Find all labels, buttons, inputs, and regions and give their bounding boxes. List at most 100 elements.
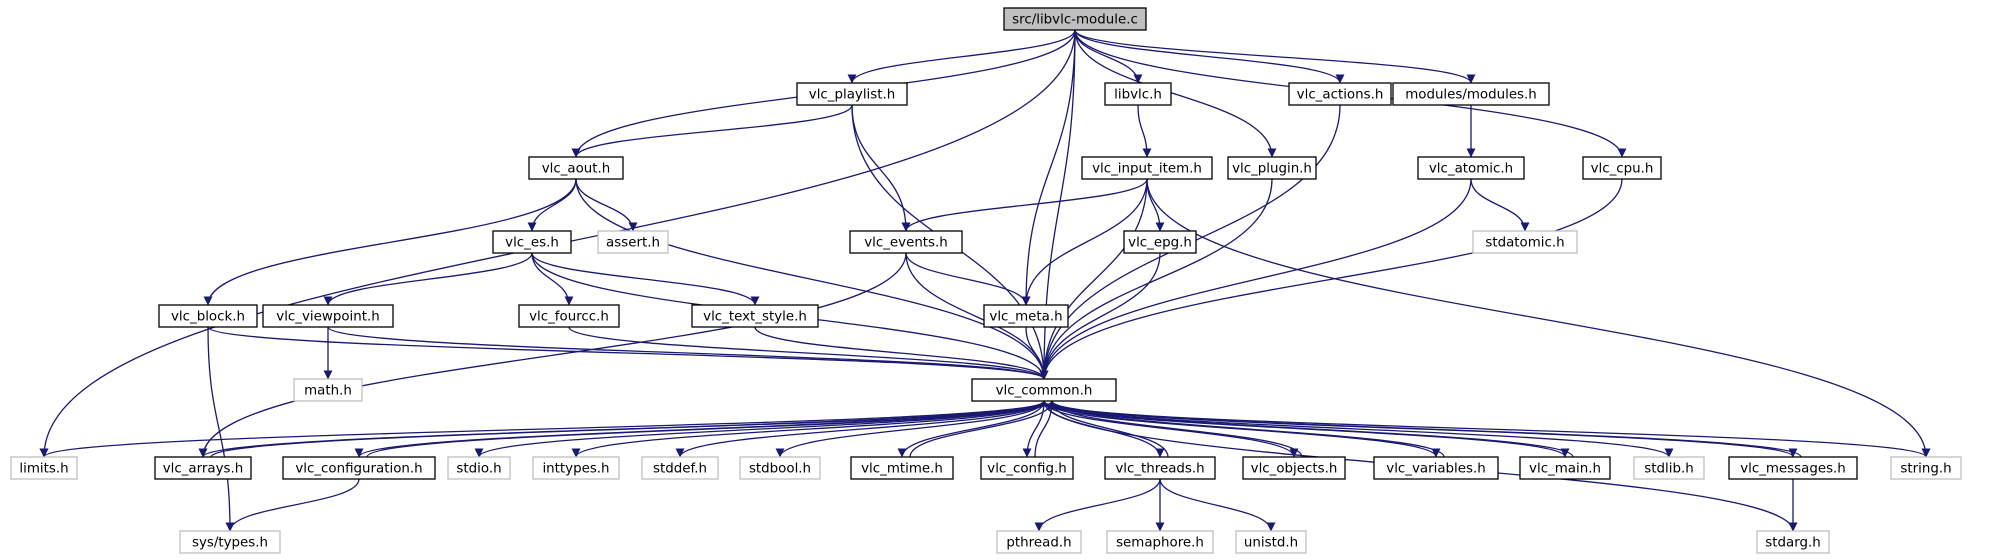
node-box [641,456,719,480]
node-label: stdarg.h [1765,536,1820,551]
node-box [282,456,436,480]
node-configuration[interactable]: vlc_configuration.h [282,456,436,480]
node-text-style[interactable]: vlc_text_style.h [691,304,819,328]
node-root[interactable]: src/libvlc-module.c [1003,7,1147,31]
node-box [1582,156,1662,180]
node-label: vlc_actions.h [1297,88,1384,103]
node-aout[interactable]: vlc_aout.h [528,156,624,180]
edge-root-to-meta [1021,29,1076,306]
node-box [447,456,511,480]
node-label: vlc_arrays.h [163,462,244,477]
node-box [1003,7,1147,31]
node-label: vlc_events.h [864,236,948,251]
node-playlist[interactable]: vlc_playlist.h [796,82,908,106]
node-modules[interactable]: modules/modules.h [1392,82,1550,106]
node-box [1890,456,1962,480]
node-label: vlc_mtime.h [861,462,943,477]
node-arrays[interactable]: vlc_arrays.h [154,456,252,480]
node-box [1288,82,1392,106]
node-libvlc[interactable]: libvlc.h [1104,82,1172,106]
node-main[interactable]: vlc_main.h [1519,456,1611,480]
node-label: vlc_meta.h [989,310,1062,325]
node-label: vlc_config.h [987,462,1066,477]
node-epg[interactable]: vlc_epg.h [1123,230,1197,254]
edge-input_item-to-meta [1021,178,1148,306]
node-variables[interactable]: vlc_variables.h [1373,456,1499,480]
node-inttypes: inttypes.h [532,456,620,480]
node-box [1081,156,1213,180]
node-box [1106,530,1214,554]
node-box [849,230,963,254]
edges-layer [39,29,1931,532]
node-stdlib: stdlib.h [1633,456,1705,480]
edge-threads-to-pthread [1034,478,1161,532]
node-box [1519,456,1611,480]
node-label: vlc_common.h [996,384,1093,399]
node-cpu[interactable]: vlc_cpu.h [1582,156,1662,180]
node-box [1417,156,1525,180]
edge-input_item-to-events [901,178,1148,232]
node-box [1633,456,1705,480]
node-label: vlc_objects.h [1251,462,1338,477]
edge-es-to-viewpoint [323,252,533,306]
node-config[interactable]: vlc_config.h [980,456,1074,480]
edge-input_item-to-common [1039,178,1148,380]
edge-root-to-plugin [1074,29,1277,158]
edge-playlist-to-aout [571,104,853,158]
node-limits: limits.h [10,456,78,480]
node-string: string.h [1890,456,1962,480]
node-stddef: stddef.h [641,456,719,480]
node-box [492,230,572,254]
node-label: libvlc.h [1114,88,1162,103]
edge-events-to-arrays [198,252,907,458]
node-box [1756,530,1830,554]
node-messages[interactable]: vlc_messages.h [1728,456,1858,480]
node-plugin[interactable]: vlc_plugin.h [1227,156,1317,180]
edge-aout-to-es [527,178,577,232]
edge-configuration-to-common [366,400,1057,458]
node-label: vlc_epg.h [1128,236,1192,251]
node-actions[interactable]: vlc_actions.h [1288,82,1392,106]
node-objects[interactable]: vlc_objects.h [1242,456,1346,480]
edge-aout-to-block [203,178,577,306]
node-input-item[interactable]: vlc_input_item.h [1081,156,1213,180]
node-mtime[interactable]: vlc_mtime.h [850,456,954,480]
node-systypes: sys/types.h [179,530,281,554]
edge-input_item-to-string [1146,178,1931,458]
node-label: string.h [1900,462,1951,477]
node-box [691,304,819,328]
node-es[interactable]: vlc_es.h [492,230,572,254]
node-box [980,456,1074,480]
edge-block-to-common [207,326,1049,380]
node-label: vlc_playlist.h [809,88,895,103]
node-assert: assert.h [597,230,669,254]
node-fourcc[interactable]: vlc_fourcc.h [518,304,620,328]
node-box [179,530,281,554]
node-meta[interactable]: vlc_meta.h [983,304,1069,328]
node-viewpoint[interactable]: vlc_viewpoint.h [262,304,394,328]
node-label: vlc_main.h [1529,462,1601,477]
edge-playlist-to-events [851,104,911,232]
node-box [518,304,620,328]
node-box [1373,456,1499,480]
node-pthread: pthread.h [996,530,1082,554]
node-label: pthread.h [1006,536,1071,551]
edge-es-to-text_style [531,252,760,306]
node-box [293,378,363,402]
node-label: vlc_text_style.h [703,310,807,325]
node-threads[interactable]: vlc_threads.h [1104,456,1216,480]
node-block[interactable]: vlc_block.h [158,304,258,328]
node-label: stdio.h [456,462,501,477]
node-box [1104,82,1172,106]
edge-aout-to-assert [575,178,638,232]
node-box [796,82,908,106]
edge-configuration-to-systypes [225,478,360,532]
node-atomic[interactable]: vlc_atomic.h [1417,156,1525,180]
node-common[interactable]: vlc_common.h [971,378,1117,402]
edge-threads-to-common [1047,400,1169,458]
node-events[interactable]: vlc_events.h [849,230,963,254]
edge-messages-to-common [1047,400,1802,458]
node-box [1242,456,1346,480]
edge-events-to-meta [905,252,1031,306]
